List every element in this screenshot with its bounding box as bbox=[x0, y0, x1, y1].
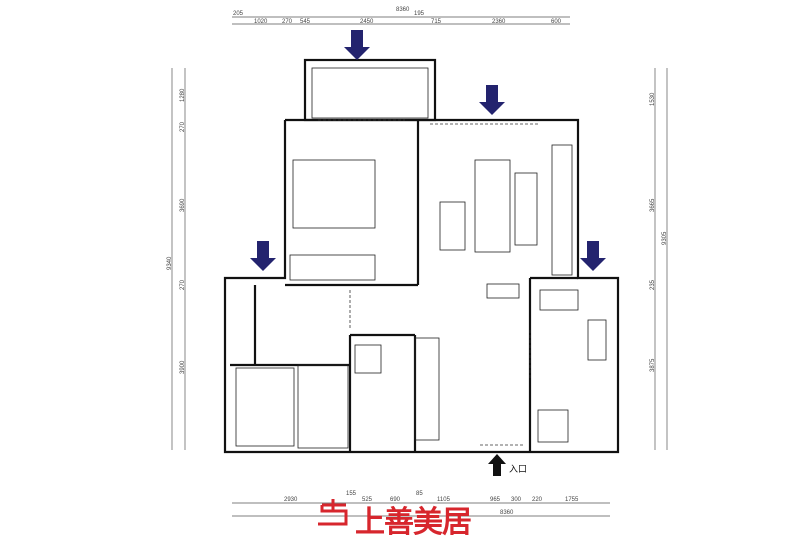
dim-label: 3690 bbox=[180, 198, 186, 212]
dim-right-total: 9305 bbox=[662, 231, 668, 245]
sofa bbox=[514, 172, 538, 246]
dim-label: 195 bbox=[414, 11, 425, 17]
dim-label: 300 bbox=[511, 497, 522, 503]
entry-label: 入口 bbox=[509, 464, 527, 474]
dim-label: 2450 bbox=[360, 19, 374, 25]
dim-label: 1755 bbox=[565, 497, 579, 503]
dim-label: 270 bbox=[282, 19, 293, 25]
arrow-up-icon bbox=[488, 454, 506, 476]
dim-label: 715 bbox=[431, 19, 442, 25]
dim-label: 965 bbox=[490, 497, 501, 503]
dim-label: 270 bbox=[180, 279, 186, 290]
dim-label: 3900 bbox=[180, 360, 186, 374]
right-dimensions: 1530 3665 235 3875 9305 bbox=[650, 68, 668, 450]
dim-label: 525 bbox=[362, 497, 373, 503]
dim-label: 235 bbox=[650, 279, 656, 290]
dim-label: 1280 bbox=[180, 88, 186, 102]
arrow-down-icon bbox=[479, 85, 505, 115]
top-dimensions: 8360 205 195 1020 270 545 2450 715 2360 … bbox=[232, 7, 570, 25]
dim-label: 2360 bbox=[492, 19, 506, 25]
logo-mark bbox=[318, 499, 348, 526]
dim-label: 690 bbox=[390, 497, 401, 503]
dim-label: 600 bbox=[551, 19, 562, 25]
balcony-outer bbox=[303, 58, 437, 122]
dim-top-total: 8360 bbox=[396, 7, 410, 13]
arrow-down-icon bbox=[580, 241, 606, 271]
dim-label: 545 bbox=[300, 19, 311, 25]
dim-label: 205 bbox=[233, 11, 244, 17]
bottom-dimensions: 2930 155 525 690 85 1105 965 300 220 175… bbox=[232, 491, 610, 517]
dim-bottom-total: 8360 bbox=[500, 510, 514, 516]
bed bbox=[292, 159, 376, 229]
armchair bbox=[439, 201, 466, 251]
left-dimensions: 9340 1280 270 3690 270 3900 bbox=[167, 68, 186, 450]
dim-label: 3665 bbox=[650, 198, 656, 212]
dim-label: 1020 bbox=[254, 19, 268, 25]
dim-label: 1105 bbox=[437, 497, 451, 503]
dim-label: 155 bbox=[346, 491, 357, 497]
dim-label: 3875 bbox=[650, 358, 656, 372]
dim-label: 85 bbox=[416, 491, 423, 497]
logo-text: 上善美居 bbox=[355, 505, 471, 539]
sink bbox=[539, 289, 579, 311]
walls bbox=[223, 58, 620, 454]
arrow-down-icon bbox=[344, 30, 370, 60]
dim-left-total: 9340 bbox=[167, 256, 173, 270]
dim-label: 1530 bbox=[650, 92, 656, 106]
dim-label: 270 bbox=[180, 121, 186, 132]
dim-label: 220 bbox=[532, 497, 543, 503]
arrow-down-icon bbox=[250, 241, 276, 271]
logo: 上善美居 bbox=[318, 499, 472, 539]
dim-label: 2930 bbox=[284, 497, 298, 503]
tatami bbox=[235, 367, 295, 447]
rug bbox=[474, 159, 511, 253]
